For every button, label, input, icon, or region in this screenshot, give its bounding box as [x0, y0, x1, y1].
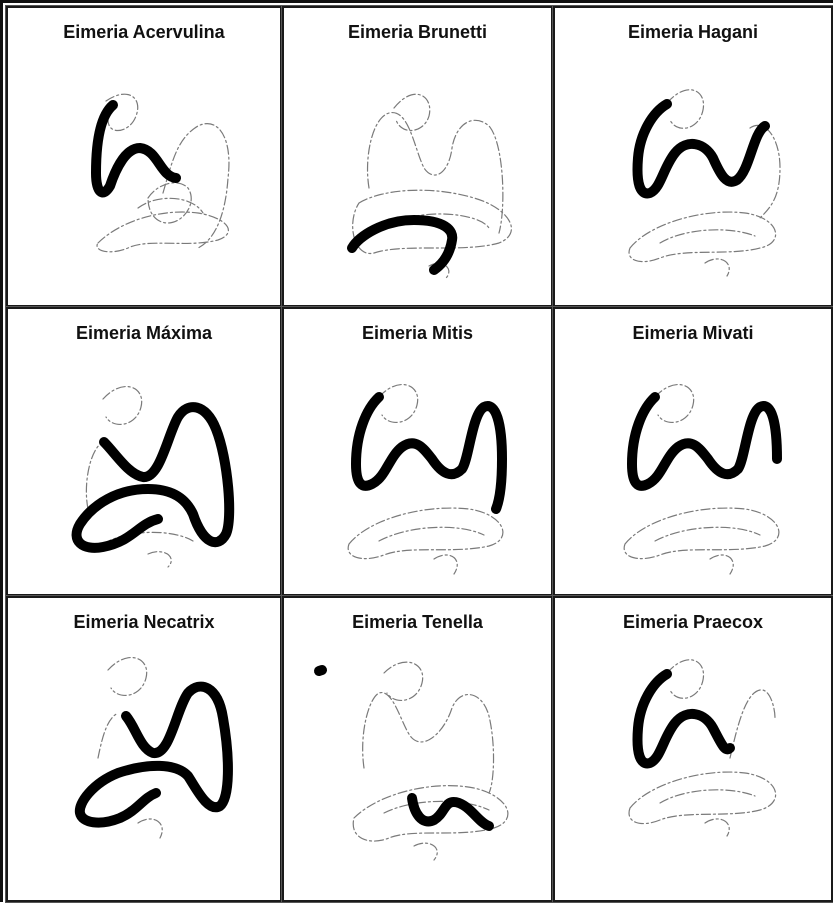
intestine-diagram-maxima	[8, 309, 284, 598]
intestine-diagram-acervulina	[8, 8, 284, 309]
intestine-diagram-mivati	[555, 309, 833, 598]
intestine-diagram-brunetti	[284, 8, 555, 309]
intestine-diagram-mitis	[284, 309, 555, 598]
intestine-diagram-hagani	[555, 8, 833, 309]
species-panel: Eimeria Mitis	[282, 307, 553, 596]
intestine-diagram-necatrix	[8, 598, 284, 904]
species-panel: Eimeria Máxima	[6, 307, 282, 596]
species-panel: Eimeria Hagani	[553, 6, 833, 307]
species-panel: Eimeria Necatrix	[6, 596, 282, 902]
intestine-diagram-tenella	[284, 598, 555, 904]
species-panel: Eimeria Brunetti	[282, 6, 553, 307]
species-panel: Eimeria Acervulina	[6, 6, 282, 307]
species-panel: Eimeria Tenella	[282, 596, 553, 902]
intestine-diagram-praecox	[555, 598, 833, 904]
species-panel: Eimeria Mivati	[553, 307, 833, 596]
species-panel: Eimeria Praecox	[553, 596, 833, 902]
